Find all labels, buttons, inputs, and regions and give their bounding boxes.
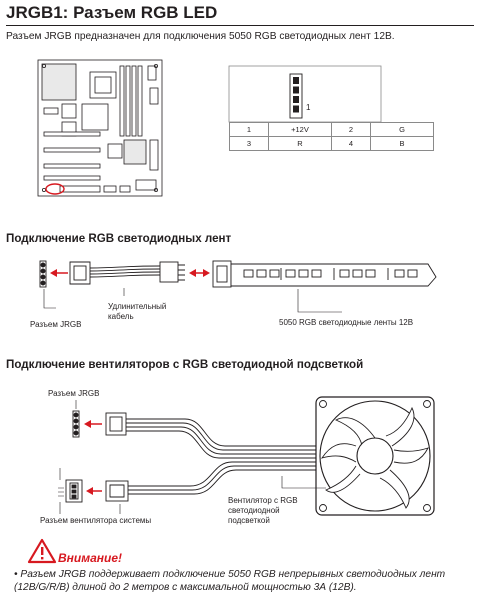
warning-triangle-icon (27, 538, 57, 564)
jrgb-location-marker (45, 183, 65, 195)
table-row: 1 +12V 2 G (229, 122, 434, 137)
rgb-fan-label-2: светодиодной (228, 506, 280, 515)
rgb-fan-label-1: Вентилятор с RGB (228, 496, 298, 505)
fan-jrgb-label: Разъем JRGB (48, 389, 100, 398)
led-section-heading: Подключение RGB светодиодных лент (6, 232, 232, 245)
table-cell: +12V (268, 122, 332, 137)
red-arrows-led (50, 269, 210, 277)
extension-cable-label-1: Удлинительный (108, 302, 167, 311)
fan-diagram (58, 396, 435, 516)
pin1-label: 1 (306, 103, 311, 112)
table-cell: G (370, 122, 434, 137)
sysfan-label: Разъем вентилятора системы (40, 516, 152, 525)
warning-text: • Разъем JRGB поддерживает подключение 5… (14, 569, 446, 593)
page-title: JRGB1: Разъем RGB LED (6, 3, 218, 22)
pin-diagram (228, 65, 382, 123)
rgb-fan-label-3: подсветкой (228, 516, 270, 525)
warning-title: Внимание! (58, 551, 123, 565)
table-cell: 2 (331, 122, 371, 137)
red-arrows-fan (84, 420, 102, 495)
fan-section-heading: Подключение вентиляторов с RGB светодиод… (6, 358, 364, 371)
table-cell: 3 (229, 136, 269, 151)
table-cell: R (268, 136, 332, 151)
jrgb-label: Разъем JRGB (30, 320, 82, 329)
title-rule (6, 25, 474, 26)
extension-cable-label-2: кабель (108, 312, 134, 321)
pin-table: 1 +12V 2 G 3 R 4 B (229, 122, 434, 151)
table-row: 3 R 4 B (229, 136, 434, 151)
motherboard-illustration (37, 59, 163, 197)
table-cell: B (370, 136, 434, 151)
led-strip-diagram (39, 260, 437, 313)
intro-text: Разъем JRGB предназначен для подключения… (6, 31, 395, 42)
table-cell: 4 (331, 136, 371, 151)
led-strip-label: 5050 RGB светодиодные ленты 12В (279, 318, 414, 327)
table-cell: 1 (229, 122, 269, 137)
